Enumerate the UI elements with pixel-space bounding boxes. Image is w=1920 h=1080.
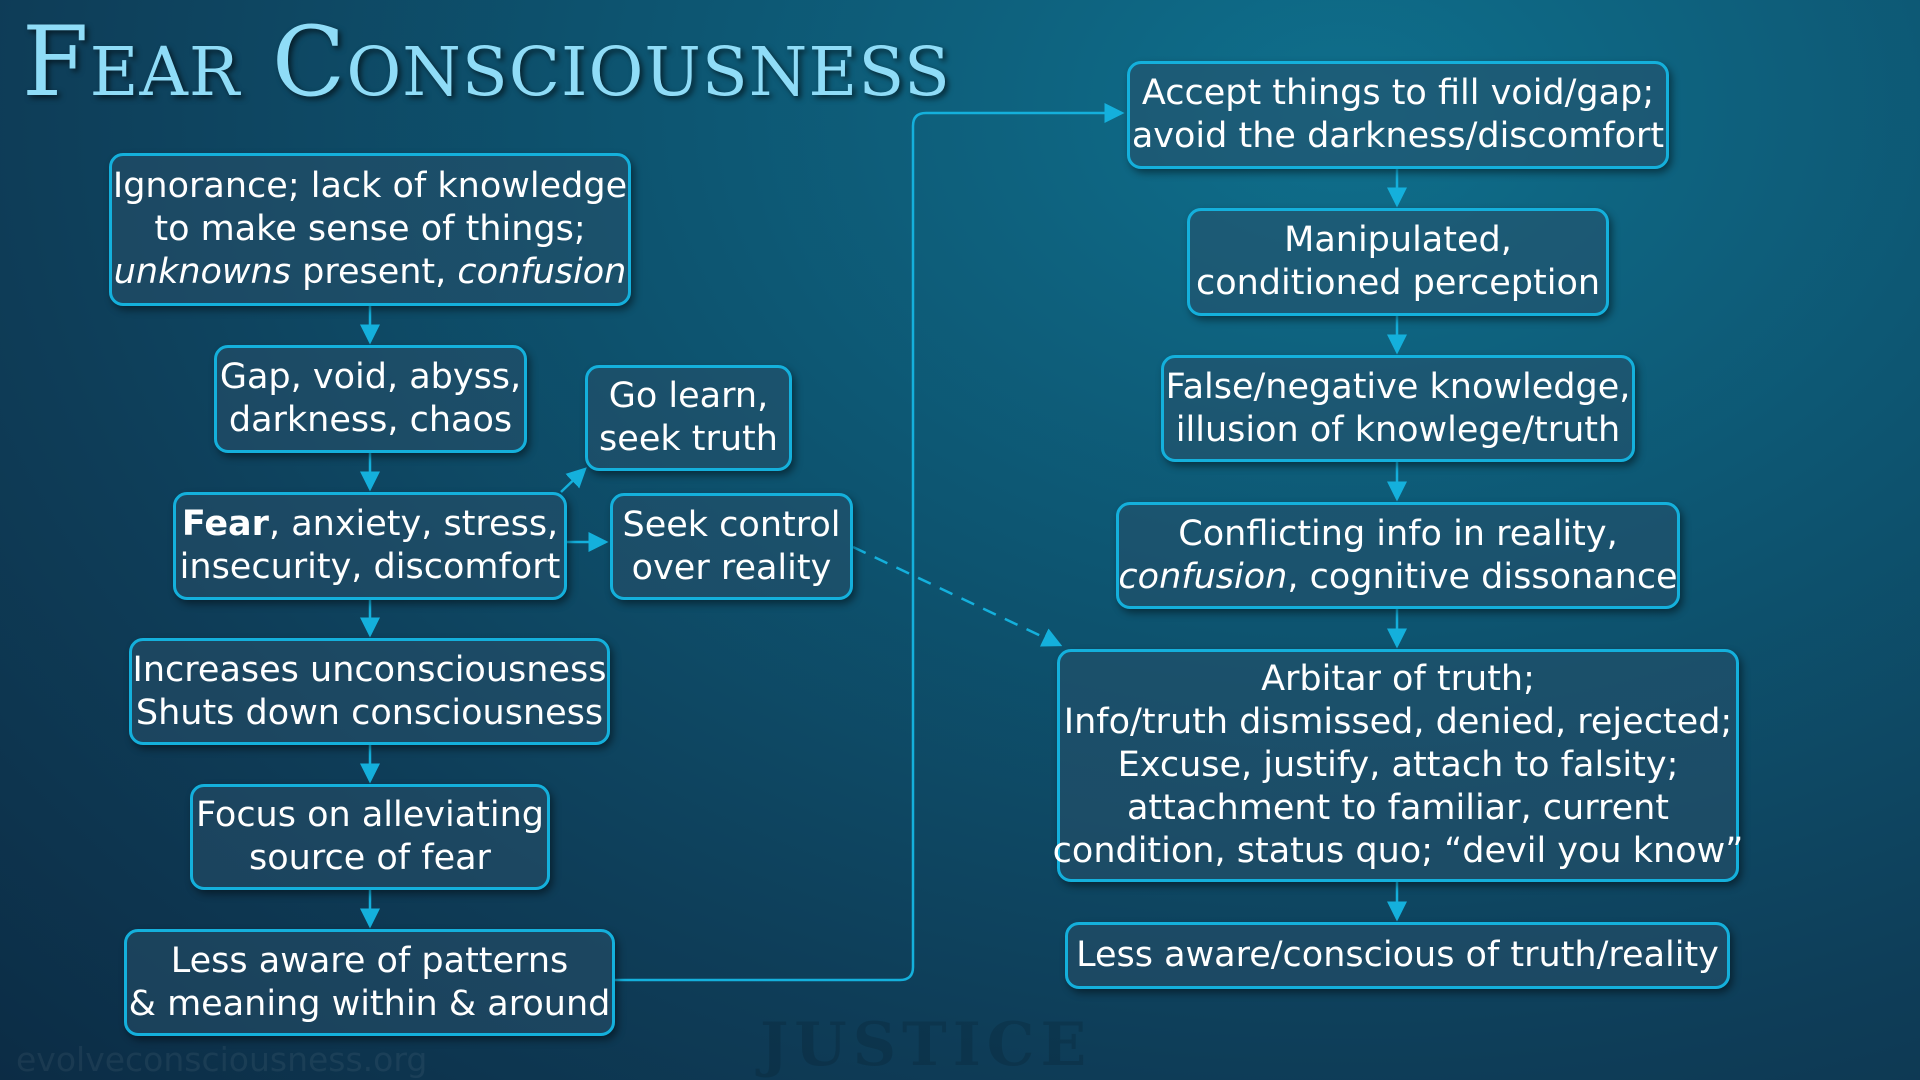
box-text: attachment to familiar, current	[1126, 788, 1670, 828]
arrow-control-r5	[852, 545, 1063, 647]
emphasis: confusion	[457, 252, 627, 292]
box-text: conditioned perception	[1195, 263, 1601, 303]
box-text: False/negative knowledge,	[1165, 366, 1631, 407]
box-less-aware-truth: Less aware/conscious of truth/reality	[1065, 922, 1730, 989]
box-text: insecurity, discomfort	[179, 547, 561, 587]
box-text: Conflicting info in reality,	[1178, 513, 1618, 554]
box-less-aware-patterns: Less aware of patterns & meaning within …	[124, 929, 615, 1036]
box-text: Fear, anxiety, stress,	[182, 503, 558, 546]
box-text: , cognitive dissonance	[1287, 556, 1678, 597]
box-false-knowledge: False/negative knowledge, illusion of kn…	[1161, 355, 1635, 462]
box-text: Excuse, justify, attach to falsity;	[1117, 745, 1679, 785]
emphasis: unknowns	[113, 252, 291, 292]
box-text: Ignorance; lack of knowledge	[112, 166, 628, 206]
background-justice-text: JUSTICE	[760, 1010, 1093, 1080]
box-arbitar-of-truth: Arbitar of truth; Info/truth dismissed, …	[1053, 649, 1743, 882]
watermark: evolveconsciousness.org	[16, 1040, 428, 1079]
box-text: Shuts down consciousness	[135, 692, 604, 733]
box-text: Go learn,	[608, 376, 769, 416]
box-accept-things: Accept things to fill void/gap; avoid th…	[1127, 61, 1669, 169]
box-text: darkness, chaos	[228, 400, 513, 440]
box-manipulated: Manipulated, conditioned perception	[1187, 208, 1609, 316]
box-text: confusion, cognitive dissonance	[1118, 556, 1677, 599]
box-text: Less aware of patterns	[170, 940, 569, 981]
emphasis: Fear	[181, 504, 269, 544]
emphasis: confusion	[1118, 556, 1288, 597]
box-text: Gap, void, abyss,	[219, 357, 522, 397]
box-text: condition, status quo; “devil you know”	[1052, 831, 1744, 871]
box-text: Increases unconsciousness	[132, 649, 607, 690]
box-ignorance: Ignorance; lack of knowledge to make sen…	[109, 153, 631, 306]
box-text: present,	[290, 252, 458, 292]
box-text: Arbitar of truth;	[1261, 659, 1535, 699]
box-gap-void: Gap, void, abyss, darkness, chaos	[214, 345, 527, 453]
box-text: seek truth	[599, 419, 778, 459]
arrow-b6-r1	[615, 103, 1125, 982]
box-fear: Fear, anxiety, stress, insecurity, disco…	[173, 492, 567, 600]
box-text: Manipulated,	[1284, 220, 1512, 260]
box-text: avoid the darkness/discomfort	[1131, 116, 1665, 156]
box-focus: Focus on alleviating source of fear	[190, 784, 550, 890]
box-seek-control: Seek control over reality	[610, 493, 853, 600]
box-text: Focus on alleviating	[196, 795, 544, 835]
box-conflicting-info: Conflicting info in reality, confusion, …	[1116, 502, 1680, 609]
page-title: Fear Consciousness	[22, 6, 951, 118]
box-go-learn: Go learn, seek truth	[585, 365, 792, 471]
box-text: Less aware/conscious of truth/reality	[1076, 935, 1719, 975]
box-text: to make sense of things;	[154, 209, 586, 249]
box-text: source of fear	[249, 838, 491, 878]
box-text: Accept things to fill void/gap;	[1141, 73, 1655, 113]
box-text: illusion of knowlege/truth	[1175, 409, 1621, 450]
box-text: Info/truth dismissed, denied, rejected;	[1063, 702, 1733, 742]
box-text: , anxiety, stress,	[268, 504, 559, 544]
box-text: unknowns present, confusion	[114, 251, 627, 294]
box-text: over reality	[631, 547, 832, 588]
box-text: & meaning within & around	[128, 983, 611, 1024]
box-unconsciousness: Increases unconsciousness Shuts down con…	[129, 638, 610, 745]
arrow-fear-learn	[560, 467, 587, 493]
box-text: Seek control	[622, 504, 841, 545]
